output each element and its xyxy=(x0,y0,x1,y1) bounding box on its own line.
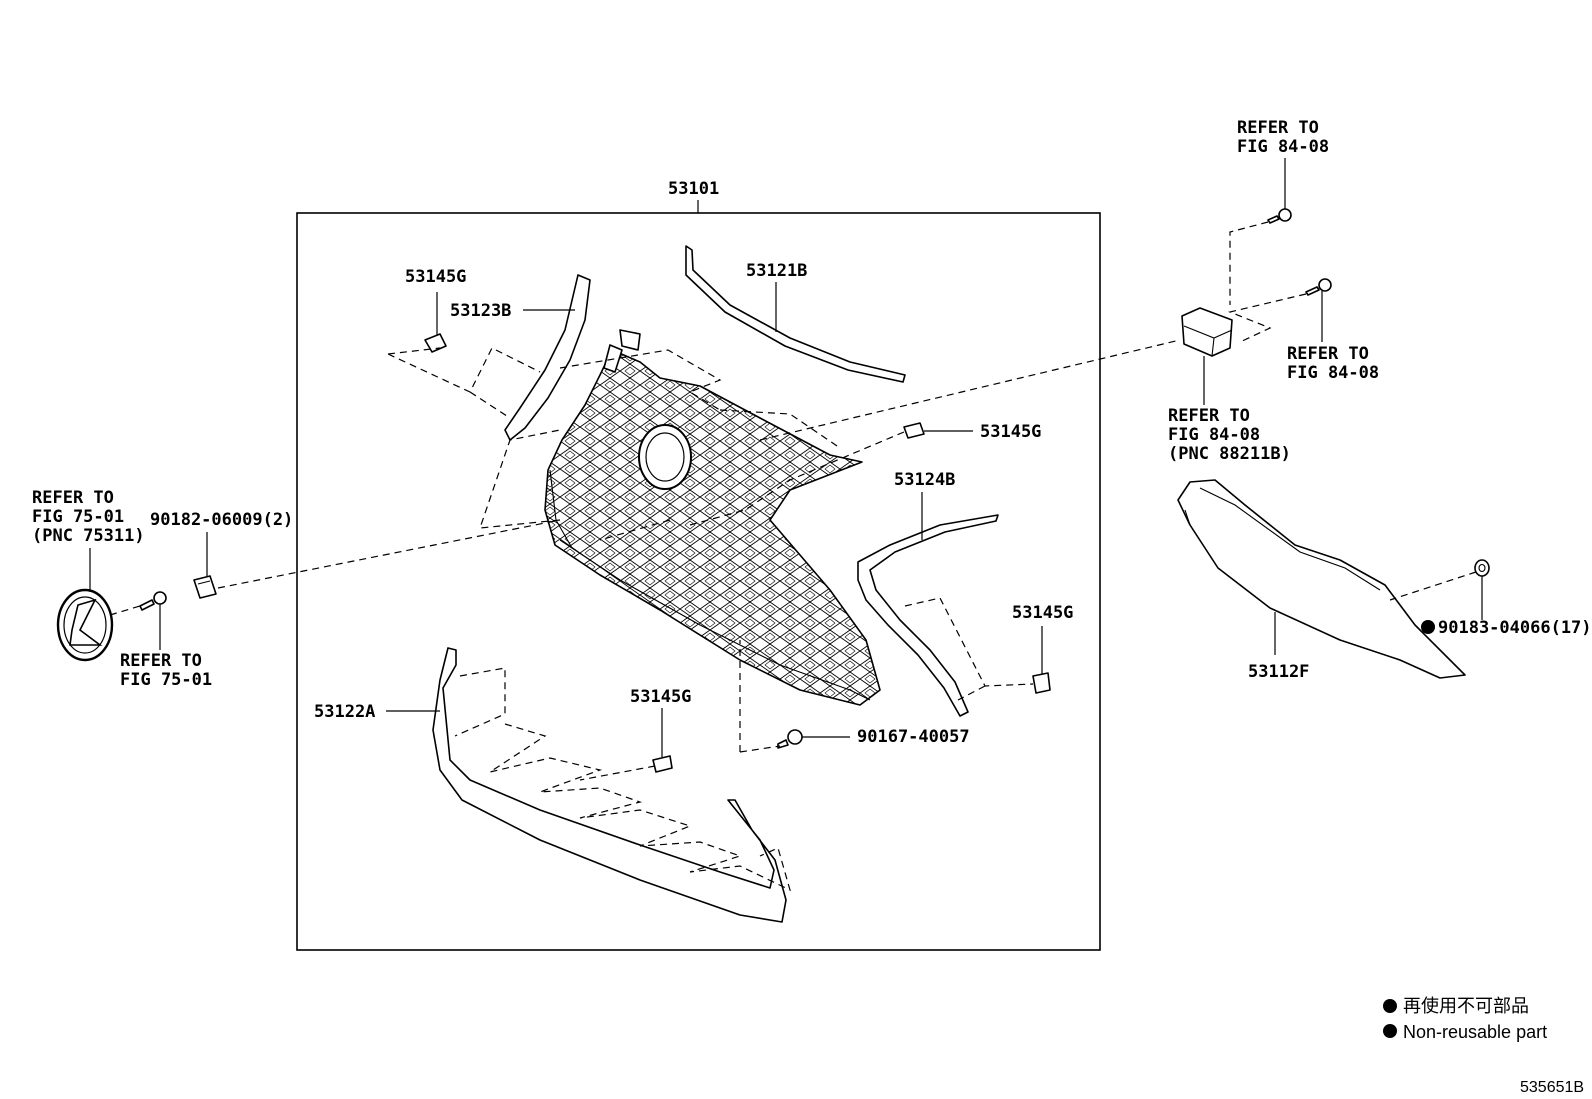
legend-dot-2 xyxy=(1383,1024,1397,1038)
label-53123b: 53123B xyxy=(450,301,511,321)
molding-53124b xyxy=(857,514,999,717)
molding-53121b xyxy=(685,245,906,383)
ref-left-top-1: REFER TO xyxy=(32,488,114,508)
ref-left-bottom-1: REFER TO xyxy=(120,651,202,671)
label-90167: 90167-40057 xyxy=(857,727,970,747)
legend-dot-1 xyxy=(1383,999,1397,1013)
dash-90183 xyxy=(1389,571,1477,601)
label-53124b: 53124B xyxy=(894,470,955,490)
dash-53145g-top xyxy=(387,347,841,449)
ref-sensor-1: REFER TO xyxy=(1168,406,1250,426)
nut-90182 xyxy=(193,575,217,599)
dash-53145g-bottom xyxy=(579,765,656,781)
ref-right-top-2: FIG 84-08 xyxy=(1237,137,1329,157)
bolt-top xyxy=(1267,208,1292,224)
molding-53123b xyxy=(504,274,591,441)
ref-left-top-3: (PNC 75311) xyxy=(32,526,145,546)
screw-90167 xyxy=(777,729,803,749)
label-53101: 53101 xyxy=(668,179,719,199)
label-53112f: 53112F xyxy=(1248,662,1309,682)
emblem-part xyxy=(56,588,114,662)
clip-53145g-right xyxy=(903,422,925,439)
clip-53145g-top xyxy=(424,333,447,353)
label-53145g-right: 53145G xyxy=(980,422,1041,442)
label-53121b: 53121B xyxy=(746,261,807,281)
dash-bolt-top xyxy=(1229,221,1269,305)
cover-detail xyxy=(1184,487,1381,591)
label-90183: 90183-04066(17) xyxy=(1438,618,1592,638)
dash-53145g-rightlow xyxy=(904,597,1034,701)
emblem-screw xyxy=(139,591,167,611)
clip-53145g-bottom xyxy=(652,755,673,773)
dash-emblem xyxy=(109,605,141,616)
radar-sensor xyxy=(1181,307,1233,357)
dash-90182 xyxy=(217,519,561,589)
dash-90167 xyxy=(739,640,781,753)
ref-right-top-1: REFER TO xyxy=(1237,118,1319,138)
label-53145g-top: 53145G xyxy=(405,267,466,287)
molding-53122a xyxy=(432,647,787,923)
dash-53122a xyxy=(454,667,791,892)
ref-left-top-2: FIG 75-01 xyxy=(32,507,124,527)
dash-bolt-mid xyxy=(1228,293,1307,343)
legend-jp: 再使用不可部品 xyxy=(1403,996,1529,1016)
cover-53112f xyxy=(1177,479,1466,679)
clip-53145g-rightlow xyxy=(1032,672,1051,694)
legend-en: Non-reusable part xyxy=(1403,1022,1547,1042)
ref-right-mid-1: REFER TO xyxy=(1287,344,1369,364)
ref-left-bottom-2: FIG 75-01 xyxy=(120,670,212,690)
figure-code: 535651B xyxy=(1520,1079,1584,1096)
grille-mesh xyxy=(544,329,881,706)
ref-sensor-2: FIG 84-08 xyxy=(1168,425,1260,445)
label-53145g-rightlow: 53145G xyxy=(1012,603,1073,623)
bolt-mid xyxy=(1305,278,1332,296)
label-53145g-bottom: 53145G xyxy=(630,687,691,707)
dash-53145g-right xyxy=(479,429,905,541)
ref-sensor-3: (PNC 88211B) xyxy=(1168,444,1291,464)
label-90182: 90182-06009(2) xyxy=(150,510,293,530)
ref-right-mid-2: FIG 84-08 xyxy=(1287,363,1379,383)
emblem-mount-ring xyxy=(638,424,692,490)
non-reusable-mark-90183 xyxy=(1421,620,1435,634)
clip-90183 xyxy=(1474,559,1490,577)
label-53122a: 53122A xyxy=(314,702,375,722)
